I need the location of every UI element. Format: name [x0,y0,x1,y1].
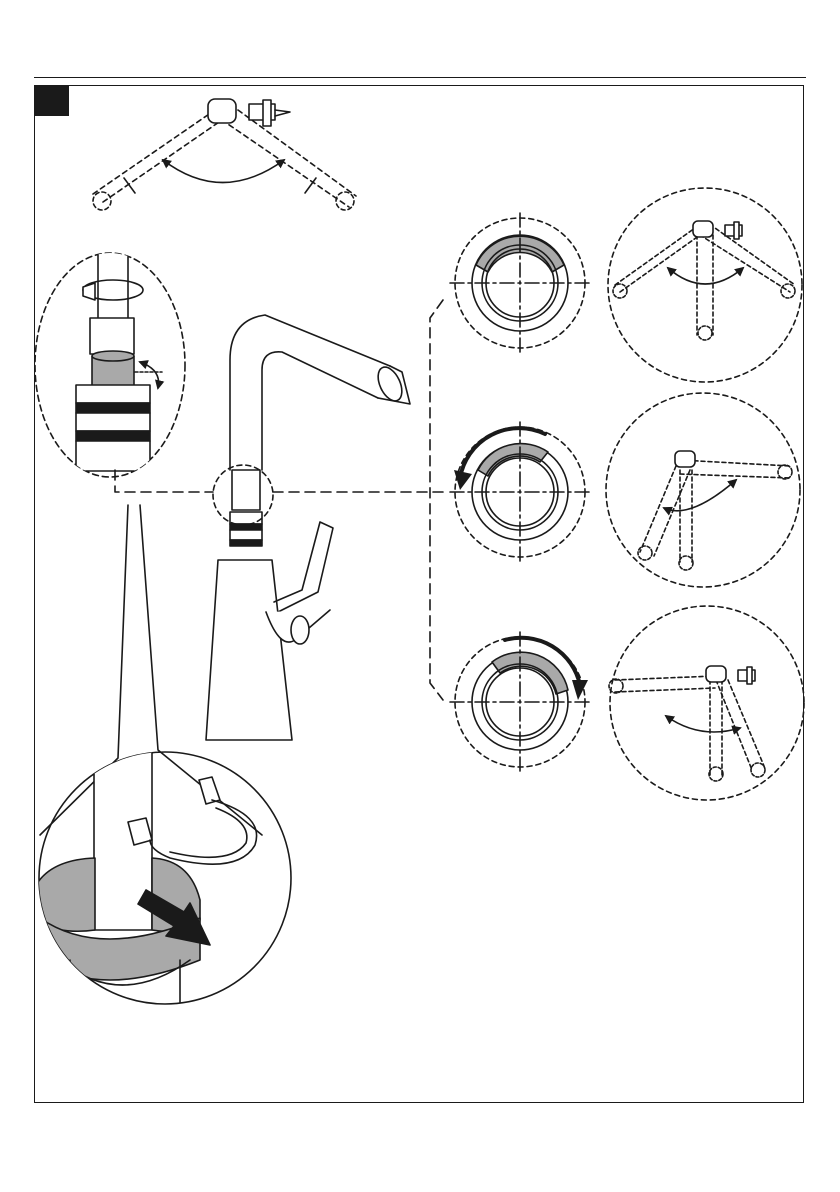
top-swing-range-diagram [93,99,356,210]
position-ring-left [450,422,590,562]
position-ring-right [450,632,590,772]
cartridge-zoom-ellipse [35,240,185,477]
spout-result-left [606,393,800,587]
spout-result-center [608,188,802,382]
position-ring-center [450,213,590,353]
faucet-body [206,315,410,740]
spout-result-right [609,606,804,800]
clip-installation-zoom [30,740,291,1010]
